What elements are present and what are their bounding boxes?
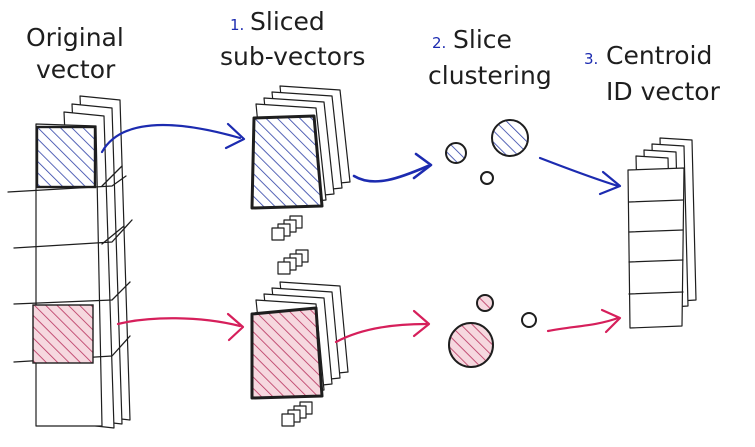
arrow-crimson-sliced-to-clustering (334, 309, 431, 344)
sub-vector-crimson-front (250, 306, 324, 400)
original-vector-blue-slice (35, 125, 97, 189)
sub-vector-blue (250, 85, 351, 210)
sub-vector-more-indicator-2 (281, 401, 313, 427)
step1-line1: Sliced (250, 7, 325, 36)
arrow-blue-sliced-to-clustering (352, 152, 433, 183)
original-vector-crimson-slice (32, 304, 94, 364)
arrow-blue-clustering-to-centroid (538, 156, 622, 196)
step3-line1: Centroid (606, 41, 712, 70)
step2-line2: clustering (428, 61, 552, 90)
label-step3: 3. Centroid ID vector (584, 41, 721, 106)
cluster-blue-large (491, 119, 529, 157)
cluster-blue-tiny (480, 171, 494, 185)
centroid-id-vector-cells (628, 199, 684, 295)
label-original-line1: Original (26, 23, 124, 52)
step2-line1: Slice (453, 25, 512, 54)
label-original-vector: Original vector (26, 23, 124, 84)
step3-line2: ID vector (606, 77, 721, 106)
step1-number: 1. (230, 16, 244, 34)
label-original-line2: vector (36, 55, 116, 84)
label-step1: 1. Sliced sub-vectors (220, 7, 365, 71)
arrow-blue-original-to-sliced (100, 122, 246, 154)
cluster-crimson-large (448, 322, 494, 368)
sub-vector-crimson (250, 281, 349, 400)
clusters-blue (445, 119, 529, 185)
step2-number: 2. (432, 34, 446, 52)
label-step2: 2. Slice clustering (428, 25, 552, 90)
arrow-crimson-original-to-sliced (116, 312, 245, 342)
arrow-crimson-clustering-to-centroid (546, 308, 622, 334)
sub-vector-blue-front (250, 114, 324, 210)
centroid-id-vector-front (627, 167, 685, 329)
cluster-blue-small (445, 142, 467, 164)
original-vector (7, 95, 133, 429)
step1-line2: sub-vectors (220, 42, 365, 71)
clusters-crimson (448, 294, 537, 368)
step3-number: 3. (584, 50, 598, 68)
centroid-id-vector (627, 137, 697, 329)
sub-vector-more-indicator-1 (271, 215, 309, 275)
cluster-crimson-tiny (521, 312, 537, 328)
cluster-crimson-small (476, 294, 494, 312)
